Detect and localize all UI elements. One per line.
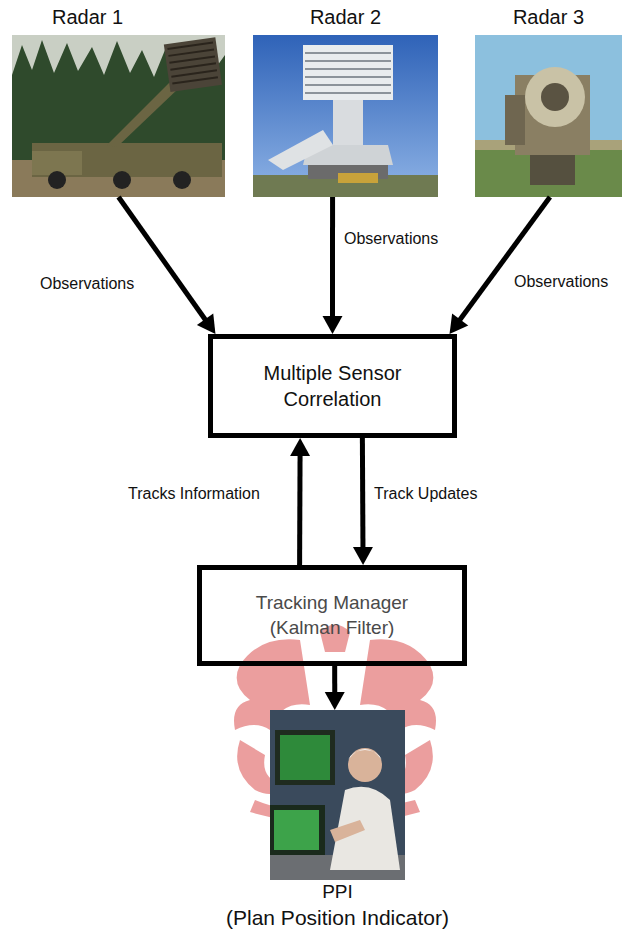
- edge-label: Observations: [342, 230, 440, 248]
- arrow-line: [459, 197, 550, 321]
- operator-photo: [270, 710, 405, 880]
- node-title: PPI: [200, 880, 475, 905]
- edge-label: Observations: [512, 273, 610, 291]
- flow-arrow: [325, 666, 345, 710]
- flow-arrow: [353, 438, 373, 565]
- node-title: Tracking Manager: [256, 591, 408, 616]
- arrow-head: [323, 316, 343, 334]
- node-title: Radar 2: [253, 4, 438, 30]
- radar-node: Radar 1: [12, 4, 225, 197]
- radar-node: Radar 3: [475, 4, 622, 197]
- node-subtitle: (Plan Position Indicator): [200, 904, 475, 931]
- arrow-line: [332, 666, 337, 694]
- node-title: Radar 1: [12, 4, 225, 30]
- radar-photo: [253, 35, 438, 197]
- node-title: Radar 3: [475, 4, 622, 30]
- arrow-line: [360, 438, 366, 549]
- node-title: Multiple Sensor Correlation: [238, 360, 428, 412]
- arrow-head: [450, 314, 469, 334]
- arrow-head: [197, 314, 216, 334]
- radar-node: Radar 2: [253, 4, 438, 197]
- arrow-line: [330, 197, 335, 318]
- process-box: Multiple Sensor Correlation: [208, 334, 457, 438]
- edge-label: Tracks Information: [126, 485, 262, 503]
- display-node: PPI(Plan Position Indicator): [200, 710, 475, 935]
- arrow-head: [353, 547, 373, 565]
- flow-arrow: [119, 197, 216, 334]
- arrow-line: [119, 197, 207, 321]
- node-subtitle: (Kalman Filter): [270, 616, 395, 641]
- edge-label: Track Updates: [372, 485, 479, 503]
- edge-label: Observations: [38, 275, 136, 293]
- arrow-head: [325, 692, 345, 710]
- radar-photo: [12, 35, 225, 197]
- arrow-line: [297, 454, 302, 565]
- flow-arrow: [450, 197, 550, 334]
- radar-photo: [475, 35, 622, 197]
- arrow-head: [290, 438, 310, 456]
- flow-arrow: [323, 197, 343, 334]
- process-box: Tracking Manager(Kalman Filter): [197, 565, 467, 666]
- flow-arrow: [290, 438, 310, 565]
